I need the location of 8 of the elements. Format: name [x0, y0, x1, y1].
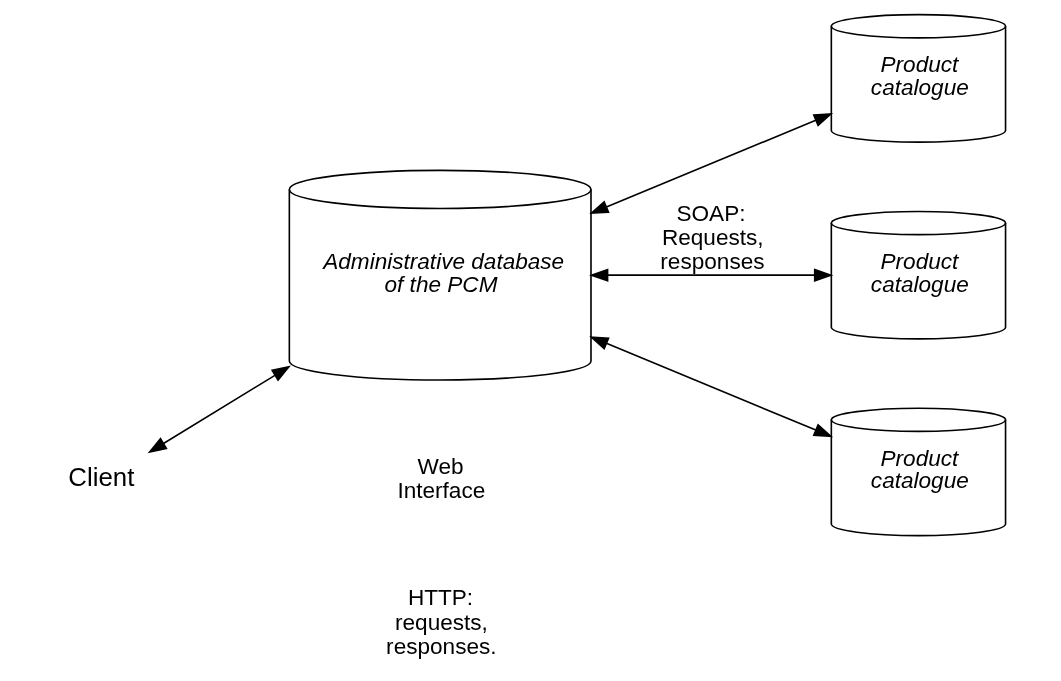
label: Web Interface — [397, 453, 486, 504]
arrow — [589, 268, 834, 282]
node-text: Client — [68, 463, 135, 492]
arrow — [147, 365, 291, 454]
label: HTTP: requests, responses. — [386, 585, 497, 659]
arrow — [589, 336, 834, 438]
edge-label: SOAP: Requests, responses — [660, 200, 765, 275]
arrow — [589, 113, 834, 215]
